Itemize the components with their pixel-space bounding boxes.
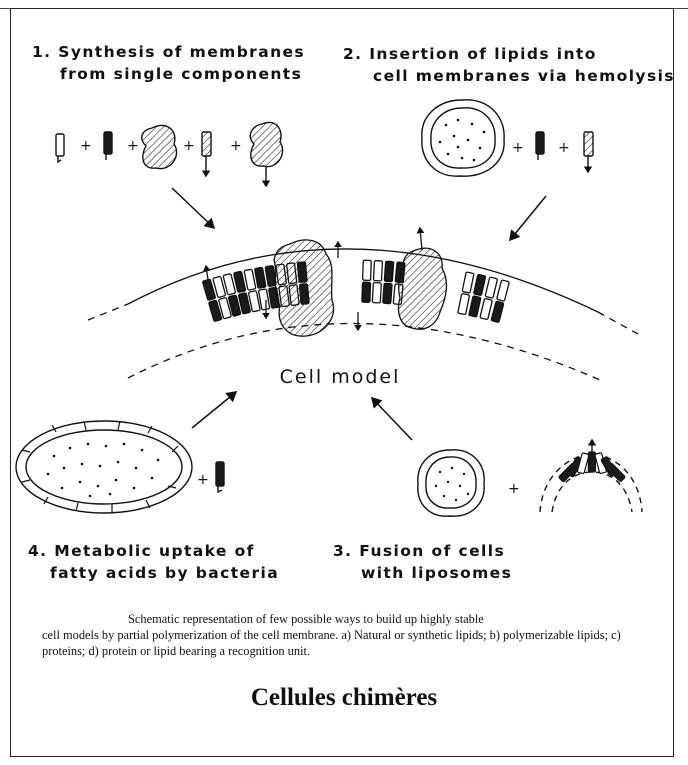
plus-sign: + [512,140,524,156]
vesicle-icon [418,450,484,516]
lipid-molecule [363,260,372,280]
bacterium-icon [16,421,192,513]
lipid-natural-icon [56,134,64,162]
arrow-icon [192,392,236,428]
lipid-molecule [362,282,371,302]
lipid-molecule [384,261,393,282]
figure-title: Cellules chimères [0,684,688,712]
lipid-molecule [383,283,392,304]
lipid-molecules [202,260,509,322]
pathway-1-line1: 1. Synthesis of membranes [32,41,305,63]
pathway-3-label: 3. Fusion of cells with liposomes [333,540,512,584]
plus-sign: + [80,138,92,154]
plus-sign: + [197,472,209,488]
lipid-molecule [485,277,497,298]
lipid-molecule [373,261,382,281]
lipid-polymerizable-icon [104,132,112,160]
vesicle-icon [422,100,504,176]
recognition-lipid-icon [202,132,211,176]
lipid-molecule [577,453,589,474]
plus-sign: + [230,138,242,154]
lipid-molecule [265,266,276,287]
lipid-molecule [469,296,481,317]
figure-caption: Schematic representation of few possible… [42,611,647,659]
plus-sign: + [558,140,570,156]
membrane-bilayer [88,228,638,380]
membrane-outer-arc-dashed [88,304,128,320]
bacterium-row: + [16,421,224,513]
lipid-molecule [234,271,246,292]
lipid-molecule [491,301,504,322]
lipid-molecule [462,272,474,293]
pathway-3-line1: 3. Fusion of cells [333,540,512,562]
liposome-row: + [418,440,642,516]
cell-model-label: Cell model [200,366,480,388]
arrow-icon [510,196,546,240]
pathway-4-line2: fatty acids by bacteria [28,562,279,584]
pathway-1-line2: from single components [32,63,305,85]
recognition-arrow [420,228,422,250]
lipid-molecule [255,267,266,288]
recognition-arrow [206,266,208,280]
plus-sign: + [127,138,139,154]
protein-icon [399,248,447,329]
recognition-protein-icon [250,122,282,186]
hemolysis-row: + + [422,100,593,176]
arrow-icon [172,188,214,228]
liposome-icon [540,440,642,512]
lipid-molecule [474,274,486,295]
pathway-1-label: 1. Synthesis of membranes from single co… [32,41,305,85]
arrow-icon [372,398,412,440]
lipid-molecule [372,283,381,303]
components-row: + + + + [56,122,283,186]
pathway-2-label: 2. Insertion of lipids into cell membran… [343,43,675,87]
plus-sign: + [508,481,520,497]
caption-line-1: Schematic representation of few possible… [42,611,647,627]
plus-sign: + [183,138,195,154]
protein-icon [142,125,177,168]
pathway-2-line2: cell membranes via hemolysis [343,65,675,87]
pathway-4-label: 4. Metabolic uptake of fatty acids by ba… [28,540,279,584]
pathway-4-line1: 4. Metabolic uptake of [28,540,279,562]
lipid-molecule [497,280,510,301]
lipid-polymerizable-icon [216,462,224,492]
pathway-2-line1: 2. Insertion of lipids into [343,43,675,65]
membrane-right-dashed [598,312,638,334]
protein-icon [274,240,334,336]
lipid-molecule [458,293,470,314]
caption-body: cell models by partial polymerization of… [42,628,621,658]
recognition-lipid-icon [584,132,593,172]
lipid-molecule [244,269,256,290]
lipid-polymerizable-icon [536,132,544,160]
pathway-3-line2: with liposomes [333,562,512,584]
lipid-molecule [480,298,492,319]
